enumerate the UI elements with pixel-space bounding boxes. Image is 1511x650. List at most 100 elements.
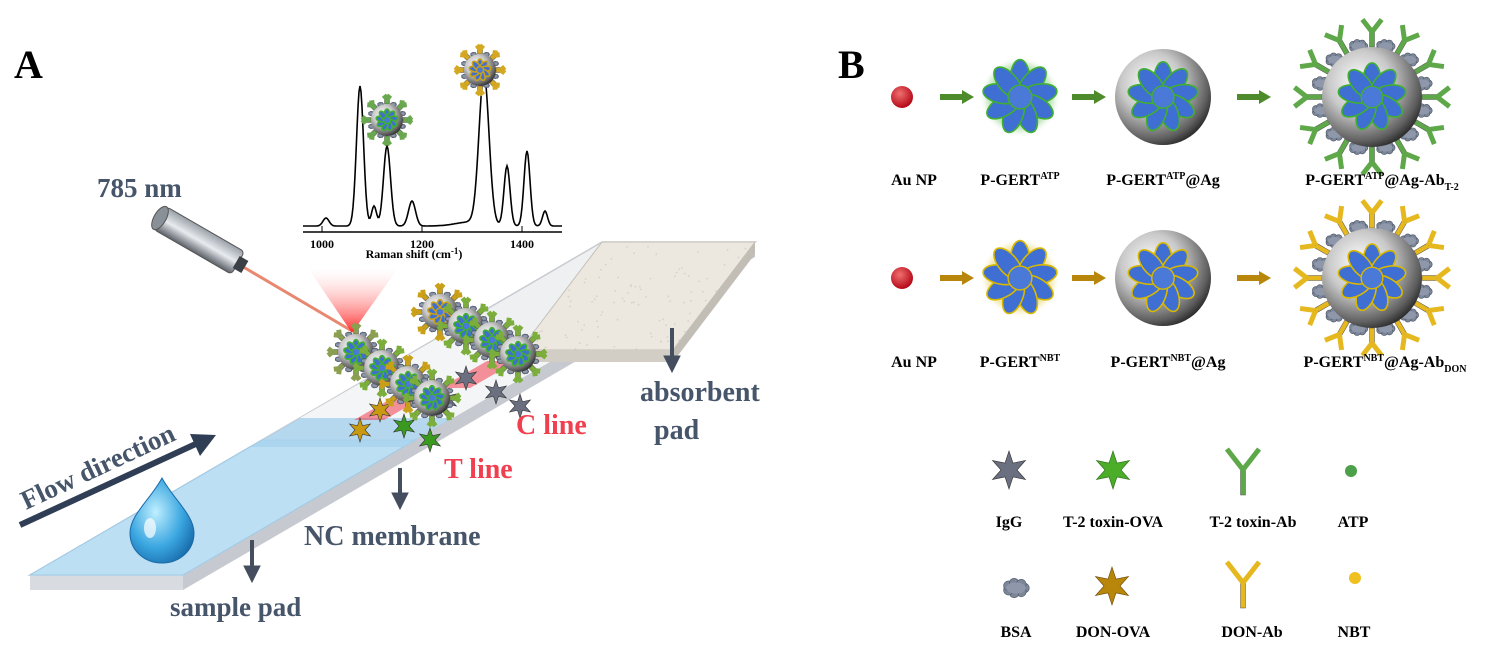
functionalized-particle	[360, 93, 414, 147]
antibody	[417, 289, 430, 302]
antibody	[459, 49, 471, 61]
bsa-icon	[1003, 578, 1030, 598]
antibody	[443, 336, 456, 349]
gert-core	[453, 312, 479, 339]
antibody	[1323, 319, 1350, 351]
antibody	[462, 334, 475, 346]
gert-core	[419, 384, 445, 411]
nc-membrane-label: NC membrane	[304, 521, 481, 552]
antibody	[1413, 119, 1445, 146]
antibody	[495, 364, 508, 377]
antibody	[535, 348, 548, 360]
antibody	[1394, 138, 1421, 170]
panel-a-label: A	[14, 42, 43, 87]
igg-icon	[991, 450, 1027, 490]
functionalized-particle	[453, 43, 507, 97]
antibody	[502, 317, 515, 330]
row1-pgert-ag-label: P-GERTATP@Ag	[1106, 171, 1220, 189]
antibody	[392, 345, 405, 358]
antibody	[385, 394, 398, 407]
bsa-blob	[345, 366, 353, 373]
antibody	[418, 361, 431, 374]
bsa-blob	[1349, 140, 1369, 155]
p-gert-ag	[1115, 230, 1211, 326]
antibody	[1323, 24, 1350, 56]
functionalized-particle	[1292, 198, 1452, 358]
antibody	[1323, 138, 1350, 170]
gert-core	[468, 58, 492, 82]
antibody	[1413, 48, 1445, 75]
gert-core	[1127, 241, 1199, 313]
legend-bsa-label: BSA	[1000, 624, 1032, 641]
antibody	[352, 362, 365, 374]
step-arrow	[1072, 90, 1106, 104]
gert-core	[505, 340, 531, 367]
antibody	[442, 375, 455, 388]
t2-toxin-ab-icon	[1224, 447, 1262, 496]
antibody	[359, 378, 372, 391]
nbt-icon	[1349, 572, 1361, 584]
antibody	[402, 354, 414, 367]
antibody	[1413, 229, 1445, 256]
laser-beam	[239, 263, 353, 333]
step-arrow	[940, 90, 974, 104]
antibody	[489, 79, 501, 91]
capture-antigen-star	[418, 427, 442, 453]
p-gert	[982, 58, 1058, 134]
antibody	[528, 364, 541, 377]
gert-core	[1337, 243, 1407, 312]
gert-core	[479, 326, 505, 353]
gert-core	[1127, 61, 1199, 132]
panel-b-label: B	[838, 42, 865, 87]
legend-t2ab-label: T-2 toxin-Ab	[1210, 514, 1297, 531]
c-line-label: C line	[516, 410, 587, 441]
antibody	[426, 415, 438, 428]
tick-1000: 1000	[310, 237, 334, 251]
antibody	[410, 306, 423, 318]
antibody	[366, 129, 378, 141]
antibody	[402, 114, 414, 126]
antibody	[450, 289, 463, 302]
antibody	[453, 64, 465, 76]
antibody	[436, 320, 449, 332]
antibody	[449, 392, 462, 404]
legend-t2ova-label: T-2 toxin-OVA	[1063, 514, 1163, 531]
step-arrow	[1237, 271, 1271, 285]
gert-core	[982, 58, 1058, 134]
spectrum-line	[303, 70, 562, 227]
spectrum-nanoparticles	[360, 43, 507, 147]
antibody	[381, 135, 393, 147]
row1-pgert-label: P-GERTATP	[980, 171, 1059, 189]
legend-nbt-label: NBT	[1338, 624, 1371, 641]
spectrum-xlabel: Raman shift (cm-1)	[366, 246, 463, 261]
antibody	[350, 322, 362, 335]
don-ova-icon	[1094, 566, 1130, 606]
absorbent-pad-label-line2: pad	[654, 415, 700, 446]
antibody	[476, 303, 489, 316]
antibody	[378, 378, 391, 390]
laser-wavelength-label: 785 nm	[97, 173, 182, 203]
antibody	[381, 93, 393, 105]
antibody	[333, 329, 346, 342]
capture-antigen-star	[348, 417, 372, 443]
gert-core	[369, 354, 395, 381]
antibody	[1299, 300, 1331, 327]
laser-device: 785 nm	[97, 173, 398, 333]
gert-core	[982, 239, 1058, 315]
antibody	[528, 331, 541, 344]
antibody	[385, 361, 398, 374]
functionalized-particle	[402, 368, 462, 428]
antibody	[1421, 266, 1452, 290]
antibody	[333, 362, 346, 375]
antibody	[326, 346, 339, 358]
legend-icons	[991, 447, 1361, 609]
antibody	[1394, 319, 1421, 351]
antibody	[1421, 85, 1452, 109]
antibody	[488, 348, 501, 360]
legend-igg-label: IgG	[996, 514, 1023, 531]
antibody	[396, 99, 408, 111]
sample-pad-label: sample pad	[170, 592, 301, 622]
capture-antigen-star	[454, 365, 478, 391]
antibody	[1292, 85, 1323, 109]
